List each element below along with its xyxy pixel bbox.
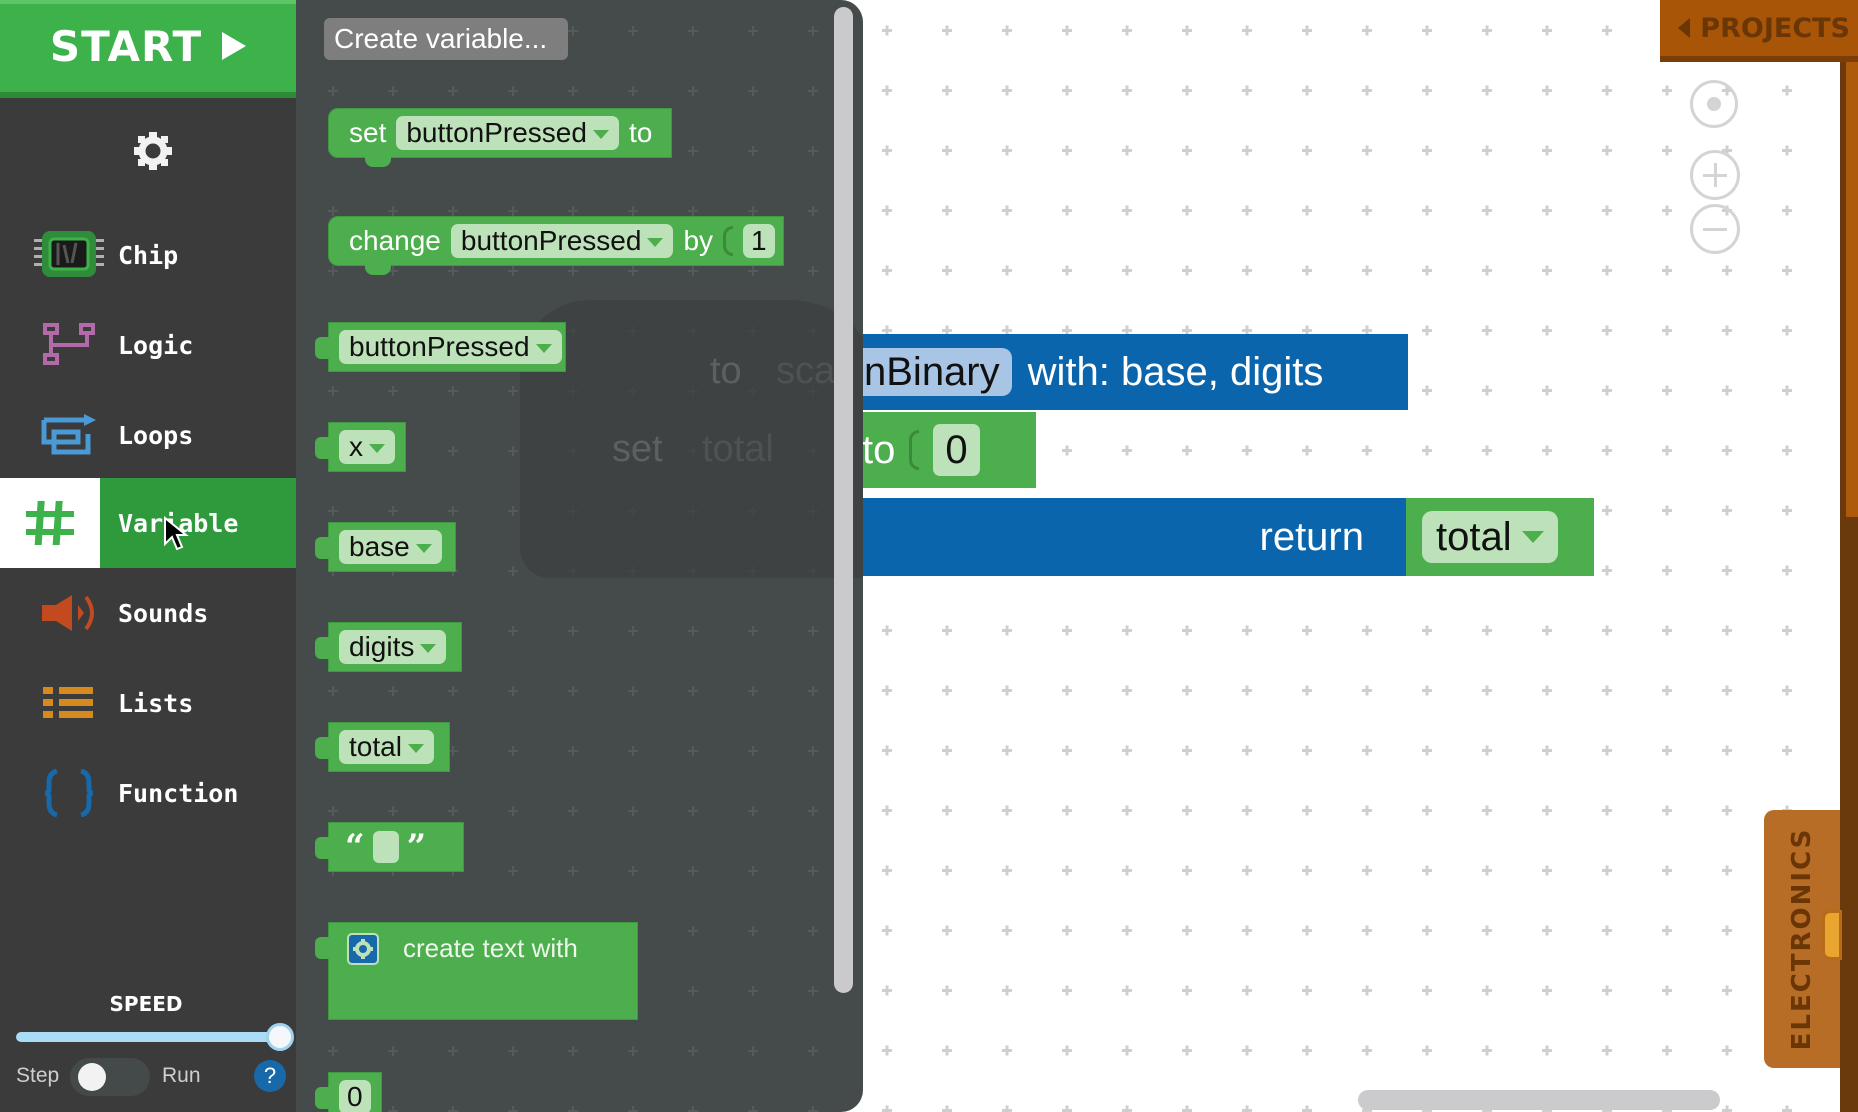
- set-variable-block[interactable]: set buttonPressed to: [328, 108, 672, 167]
- dropdown-arrow-icon: [1521, 531, 1544, 543]
- text-input-field[interactable]: [372, 831, 399, 863]
- braces-icon: [24, 748, 114, 838]
- dropdown-arrow-icon: [369, 444, 385, 453]
- right-panel-rail: [1840, 62, 1858, 1112]
- step-label: Step: [16, 1064, 60, 1087]
- zoom-in-icon[interactable]: [1690, 150, 1740, 200]
- sidebar-item-lists[interactable]: Lists: [0, 658, 296, 748]
- to-label: to: [862, 427, 896, 472]
- dropdown-arrow-icon: [535, 344, 552, 353]
- function-return-block[interactable]: return: [862, 498, 1408, 576]
- dropdown-arrow-icon: [407, 744, 424, 753]
- value-socket: [909, 430, 920, 470]
- start-button[interactable]: START: [0, 0, 296, 98]
- category-sidebar: START: [0, 0, 296, 1112]
- dropdown-arrow-icon: [420, 644, 437, 653]
- open-quote-icon: “: [345, 827, 365, 867]
- variable-dropdown[interactable]: total: [1422, 511, 1558, 563]
- function-params-label: with: base, digits: [1027, 349, 1324, 394]
- gear-icon[interactable]: [132, 130, 174, 172]
- logic-branch-icon: [24, 300, 114, 390]
- sidebar-item-chip[interactable]: Chip: [0, 210, 296, 300]
- electronics-tab[interactable]: ELECTRONICS: [1764, 810, 1842, 1068]
- number-field[interactable]: 0: [339, 1080, 371, 1112]
- recenter-icon[interactable]: [1690, 80, 1738, 128]
- number-block[interactable]: 0: [315, 1072, 382, 1112]
- variable-dropdown[interactable]: total: [339, 730, 434, 764]
- step-run-toggle[interactable]: [70, 1058, 150, 1096]
- drawer-handle-icon: [1822, 910, 1842, 960]
- dropdown-arrow-icon: [647, 238, 664, 247]
- variable-dropdown[interactable]: digits: [339, 630, 447, 664]
- sidebar-item-variable[interactable]: Variable: [0, 478, 296, 568]
- flyout-scrollbar[interactable]: [834, 7, 853, 993]
- slider-handle[interactable]: [266, 1023, 294, 1051]
- list-icon: [24, 658, 114, 748]
- variable-dropdown[interactable]: base: [339, 530, 442, 564]
- sidebar-item-function[interactable]: Function: [0, 748, 296, 838]
- collapse-arrow-icon: [1678, 18, 1691, 38]
- getter-block[interactable]: digits: [315, 622, 462, 672]
- return-label: return: [1259, 514, 1365, 559]
- text-block[interactable]: “ ”: [315, 822, 464, 872]
- speaker-icon: [24, 568, 114, 658]
- play-icon: [222, 32, 247, 60]
- variable-dropdown[interactable]: buttonPressed: [450, 224, 674, 258]
- speed-slider[interactable]: [16, 1023, 294, 1051]
- zoom-out-icon[interactable]: [1690, 204, 1740, 254]
- value-socket: [723, 226, 734, 256]
- variable-dropdown[interactable]: buttonPressed: [339, 330, 562, 364]
- dropdown-arrow-icon: [415, 544, 432, 553]
- chip-icon: [24, 210, 114, 300]
- create-text-with-block[interactable]: create text with: [315, 922, 638, 1020]
- change-variable-block[interactable]: change buttonPressed by 1: [328, 216, 784, 275]
- hash-icon: [0, 478, 100, 568]
- return-value-getter[interactable]: total: [1406, 498, 1594, 576]
- sidebar-item-sounds[interactable]: Sounds: [0, 568, 296, 658]
- run-label: Run: [162, 1064, 201, 1087]
- dropdown-arrow-icon: [592, 130, 609, 139]
- loop-arrow-icon: [24, 390, 114, 480]
- variable-dropdown[interactable]: buttonPressed: [396, 116, 619, 150]
- set-variable-block[interactable]: to 0: [862, 412, 1036, 488]
- horizontal-scrollbar[interactable]: [1358, 1090, 1720, 1110]
- getter-block[interactable]: x: [315, 422, 406, 472]
- mutator-gear-icon[interactable]: [347, 933, 379, 965]
- amount-field[interactable]: 1: [743, 224, 775, 258]
- projects-tab[interactable]: PROJECTS: [1660, 0, 1858, 62]
- speed-label: SPEED: [109, 992, 183, 1016]
- ghost-to-label: to: [710, 350, 742, 392]
- sidebar-item-logic[interactable]: Logic: [0, 300, 296, 390]
- function-definition-block[interactable]: nBinary with: base, digits: [862, 334, 1408, 410]
- create-variable-button[interactable]: Create variable...: [324, 18, 568, 60]
- number-field[interactable]: 0: [933, 424, 980, 476]
- getter-block[interactable]: buttonPressed: [315, 322, 566, 372]
- close-quote-icon: ”: [406, 827, 427, 867]
- getter-block[interactable]: total: [315, 722, 450, 772]
- ghost-var-label: total: [702, 428, 774, 470]
- ghost-set-label: set: [612, 428, 663, 470]
- variable-dropdown[interactable]: x: [339, 430, 395, 464]
- ghost-function-block: [520, 300, 863, 578]
- block-flyout: to sca set total Create variable... set …: [296, 0, 863, 1112]
- help-button[interactable]: ?: [254, 1060, 286, 1092]
- sidebar-item-loops[interactable]: Loops: [0, 390, 296, 480]
- ghost-name-label: sca: [776, 350, 836, 392]
- function-name-field[interactable]: nBinary: [862, 348, 1012, 396]
- getter-block[interactable]: base: [315, 522, 456, 572]
